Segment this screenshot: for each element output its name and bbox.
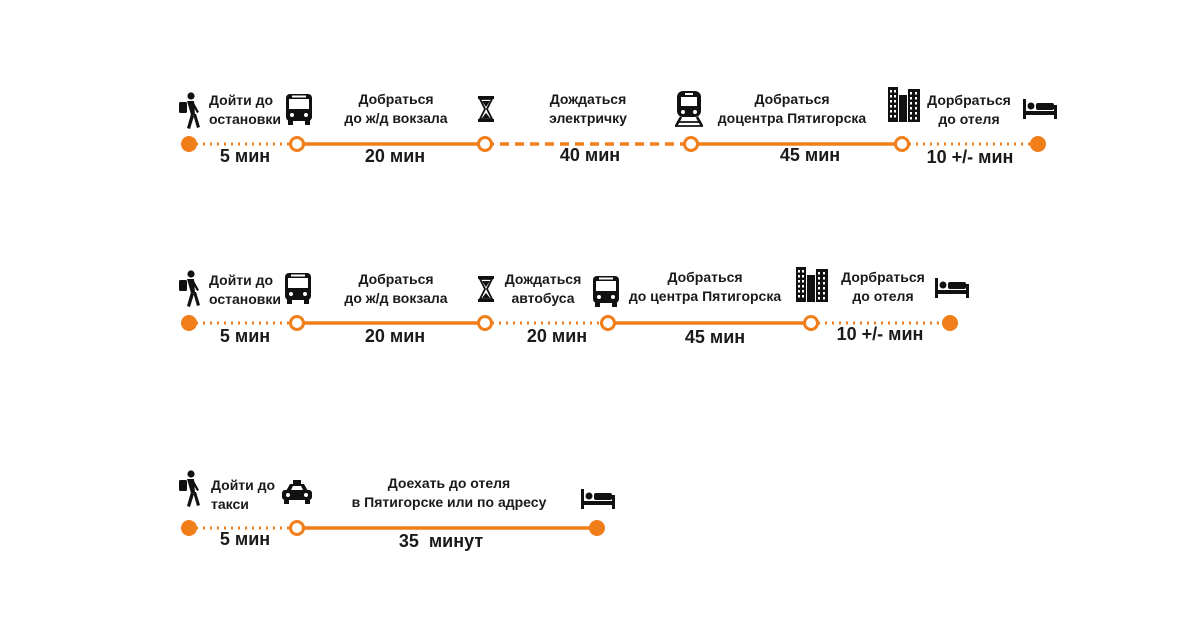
- step-label: Дорбраться до отеля: [927, 92, 1011, 127]
- bus-icon: [286, 94, 312, 125]
- end-node: [589, 520, 605, 536]
- stop-node: [600, 315, 616, 331]
- start-node: [181, 136, 197, 152]
- segment-duration: 35 минут: [398, 531, 484, 551]
- train-route: [179, 87, 1057, 152]
- segment-duration: 20 мин: [364, 146, 426, 166]
- end-node: [942, 315, 958, 331]
- stop-node: [289, 315, 305, 331]
- segment-duration: 10 +/- мин: [836, 324, 924, 344]
- buildings-icon: [888, 87, 920, 122]
- bed-icon: [581, 489, 615, 509]
- segment-duration: 5 мин: [219, 529, 271, 549]
- bed-icon: [1023, 99, 1057, 119]
- step-label: Добраться доцентра Пятигорска: [717, 91, 867, 126]
- walking-person-icon: [179, 92, 200, 129]
- taxi-icon: [282, 480, 312, 504]
- step-label: Дорбраться до отеля: [841, 269, 925, 304]
- step-label: Доехать до отеля в Пятигорске или по адр…: [351, 475, 547, 510]
- segment-duration: 40 мин: [559, 145, 621, 165]
- segment-duration: 45 мин: [779, 145, 841, 165]
- stop-node: [683, 136, 699, 152]
- step-label: Добраться до центра Пятигорска: [628, 269, 782, 304]
- end-node: [1030, 136, 1046, 152]
- bus-icon: [593, 276, 619, 307]
- train-icon: [674, 91, 704, 127]
- taxi-route: [179, 470, 615, 536]
- step-label: Дождаться автобуса: [504, 271, 582, 306]
- step-label: Дойти до остановки: [209, 272, 282, 307]
- stop-node: [477, 136, 493, 152]
- step-label: Дождаться электричку: [549, 91, 627, 126]
- stop-node: [894, 136, 910, 152]
- start-node: [181, 315, 197, 331]
- segment-duration: 45 мин: [684, 327, 746, 347]
- stop-node: [289, 136, 305, 152]
- step-label: Добраться до ж/д вокзала: [344, 271, 448, 306]
- stop-node: [477, 315, 493, 331]
- bus-route: [179, 267, 969, 331]
- segment-duration: 20 мин: [364, 326, 426, 346]
- segment-duration: 5 мин: [219, 326, 271, 346]
- buildings-icon: [796, 267, 828, 302]
- step-label: Дойти до остановки: [209, 92, 282, 127]
- segment-duration: 20 мин: [526, 326, 588, 346]
- hourglass-icon: [478, 276, 494, 302]
- walking-person-icon: [179, 470, 200, 507]
- step-label: Дойти до такси: [211, 477, 276, 512]
- bus-icon: [285, 273, 311, 304]
- bed-icon: [935, 278, 969, 298]
- walking-person-icon: [179, 270, 200, 307]
- segment-duration: 10 +/- мин: [926, 147, 1014, 167]
- stop-node: [803, 315, 819, 331]
- step-label: Добраться до ж/д вокзала: [344, 91, 448, 126]
- stop-node: [289, 520, 305, 536]
- segment-duration: 5 мин: [219, 146, 271, 166]
- hourglass-icon: [478, 96, 494, 122]
- start-node: [181, 520, 197, 536]
